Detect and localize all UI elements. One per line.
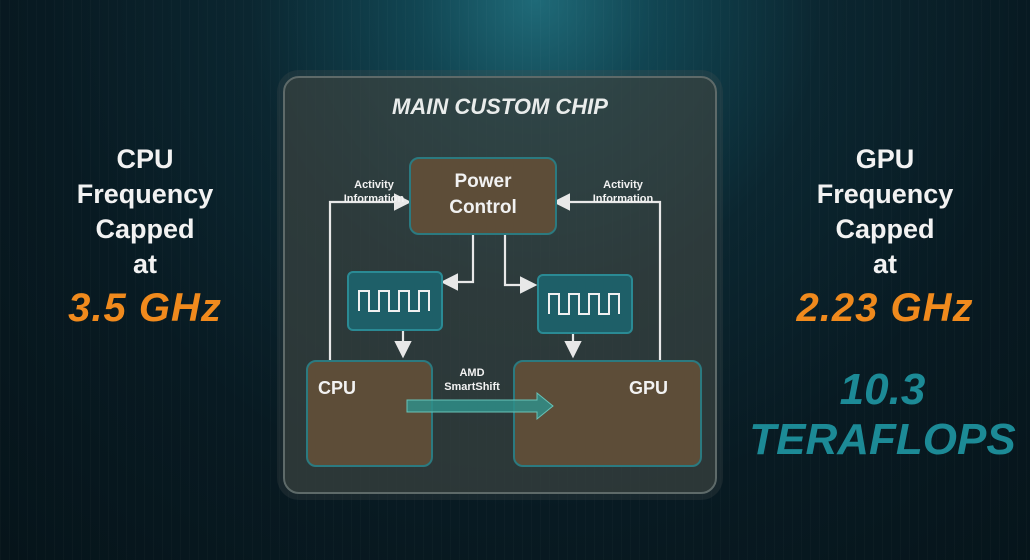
gpu-panel-line: Frequency xyxy=(816,179,954,209)
gpu-clock-block xyxy=(537,274,633,334)
cpu-frequency-value: 3.5 GHz xyxy=(68,286,222,330)
teraflops-unit: TERAFLOPS xyxy=(749,415,1016,464)
cpu-panel-line: Frequency xyxy=(76,179,214,209)
gpu-panel-line: at xyxy=(872,249,897,279)
gpu-box-label: GPU xyxy=(629,378,669,398)
gpu-frequency-value: 2.23 GHz xyxy=(796,286,974,330)
activity-info-left-line1: Activity xyxy=(354,179,394,191)
cpu-clock-waveform-icon xyxy=(358,290,430,312)
cpu-panel-line: at xyxy=(132,249,157,279)
power-to-cpu-clock-line xyxy=(440,233,475,291)
power-control-box: Power Control xyxy=(409,157,557,235)
activity-info-right: Activity Information xyxy=(581,178,665,206)
cpu-panel-line: Capped xyxy=(95,214,195,244)
gpu-panel-line: GPU xyxy=(855,144,915,174)
gpu-panel-line: Capped xyxy=(835,214,935,244)
activity-info-left: Activity Information xyxy=(329,178,419,206)
teraflops-number: 10.3 xyxy=(839,365,926,414)
gpu-frequency-panel: GPU Frequency Capped at 2.23 GHz xyxy=(780,142,990,334)
power-control-label-line2: Control xyxy=(449,197,517,218)
cpu-activity-line xyxy=(328,193,412,360)
smartshift-label-line1: AMD xyxy=(459,367,485,379)
activity-info-right-line1: Activity xyxy=(603,179,643,191)
chip-title: MAIN CUSTOM CHIP xyxy=(392,94,608,119)
power-to-gpu-clock-line xyxy=(503,233,538,294)
smartshift-label: AMD SmartShift xyxy=(435,366,509,394)
activity-info-right-line2: Information xyxy=(592,193,654,205)
diagram-connectors xyxy=(328,193,662,360)
cpu-panel-line: CPU xyxy=(116,144,174,174)
gpu-clock-waveform-icon xyxy=(548,293,620,315)
main-custom-chip-diagram: MAIN CUSTOM CHIP Activity Information Ac… xyxy=(283,76,717,494)
gpu-box: GPU xyxy=(513,360,702,467)
cpu-box-label: CPU xyxy=(318,378,357,398)
teraflops-callout: 10.3 TERAFLOPS xyxy=(740,365,1025,465)
smartshift-label-line2: SmartShift xyxy=(444,381,500,393)
activity-info-left-line2: Information xyxy=(343,193,405,205)
gpu-activity-line xyxy=(552,193,662,360)
cpu-frequency-panel: CPU Frequency Capped at 3.5 GHz xyxy=(40,142,250,334)
cpu-box: CPU xyxy=(306,360,433,467)
cpu-clock-block xyxy=(347,271,443,331)
power-control-label-line1: Power xyxy=(454,171,512,192)
